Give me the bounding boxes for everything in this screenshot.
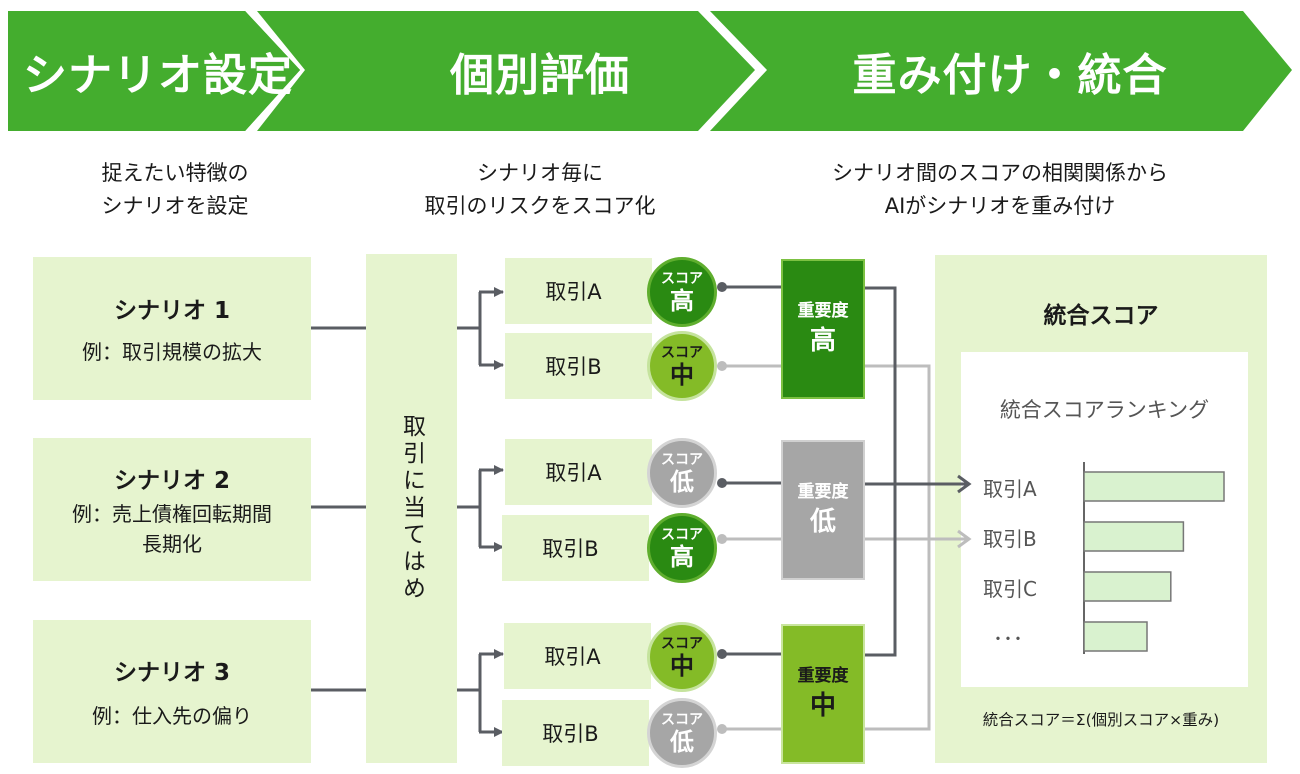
transaction-name: 取引B	[545, 355, 602, 379]
description-line: AIがシナリオを重み付け	[884, 194, 1116, 218]
importance-label: 重要度	[797, 666, 849, 687]
ranking-bar	[1083, 521, 1185, 552]
ranking-label: 取引A	[983, 477, 1037, 501]
apply-label: 取引に当てはめ	[398, 414, 425, 603]
transaction-box: 取引B	[502, 700, 649, 766]
score-value: 低	[670, 727, 694, 756]
score-label: スコア	[661, 270, 703, 287]
apply-to-transactions-box: 取引に当てはめ	[366, 254, 457, 763]
description-line: シナリオを設定	[101, 194, 249, 218]
score-value: 高	[670, 286, 694, 315]
stage-title-evaluation: 個別評価	[450, 50, 630, 101]
scenario-name: シナリオ 1	[113, 297, 230, 324]
transaction-name: 取引A	[544, 645, 601, 669]
importance-value: 低	[809, 507, 836, 538]
stage-title-weighting: 重み付け・統合	[852, 50, 1168, 101]
score-label: スコア	[661, 344, 703, 361]
transaction-box: 取引A	[504, 623, 651, 689]
incoming-arrows	[895, 474, 972, 549]
importance-label: 重要度	[797, 482, 849, 503]
description-line: 取引のリスクをスコア化	[424, 194, 656, 218]
importance-box: 重要度 低	[781, 440, 865, 580]
integrated-score-title: 統合スコア	[1043, 303, 1159, 329]
score-badge: スコア 低	[647, 438, 717, 508]
scenario-name: シナリオ 3	[113, 659, 230, 686]
description-line: シナリオ間のスコアの相関関係から	[832, 161, 1168, 185]
ranking-bar	[1083, 621, 1148, 652]
ranking-label: ･･･	[993, 627, 1023, 651]
transaction-box: 取引B	[502, 515, 649, 581]
scenario-card-3: シナリオ 3 例：仕入先の偏り	[33, 620, 311, 763]
scenario-example: 例：売上債権回転期間	[72, 501, 272, 526]
score-value: 低	[670, 467, 694, 496]
stage-description-scenario: 捉えたい特徴の シナリオを設定	[40, 157, 310, 223]
fork-3	[457, 649, 504, 737]
ranking-bar	[1083, 571, 1172, 602]
ranking-label: 取引C	[983, 577, 1037, 601]
transaction-box: 取引A	[505, 439, 652, 505]
score-value: 高	[670, 542, 694, 571]
stage-title-scenario: シナリオ設定	[23, 50, 293, 101]
description-line: シナリオ毎に	[477, 161, 603, 185]
transaction-box: 取引B	[505, 333, 652, 399]
importance-value: 中	[809, 691, 836, 722]
ranking-bar-chart	[1083, 462, 1225, 654]
score-value: 中	[670, 651, 694, 680]
arrow-head-light	[957, 529, 972, 549]
score-label: スコア	[661, 635, 703, 652]
score-badge: スコア 中	[647, 331, 717, 401]
transaction-box: 取引A	[505, 258, 652, 324]
scenario-example: 例：取引規模の拡大	[82, 339, 262, 364]
stage-chevron-2	[257, 11, 755, 131]
scenario-name: シナリオ 2	[113, 467, 230, 494]
score-value: 中	[670, 360, 694, 389]
transaction-name: 取引B	[542, 722, 599, 746]
scenario-example: 例：仕入先の偏り	[92, 703, 252, 728]
transaction-name: 取引A	[545, 461, 602, 485]
transaction-name: 取引A	[545, 280, 602, 304]
ranking-label: 取引B	[983, 527, 1037, 551]
importance-box: 重要度 高	[781, 259, 865, 399]
process-header	[8, 11, 1292, 131]
score-badge: スコア 中	[647, 622, 717, 692]
stage-chevron-3	[710, 11, 1292, 131]
description-line: 捉えたい特徴の	[101, 161, 249, 185]
transaction-name: 取引B	[542, 537, 599, 561]
score-label: スコア	[661, 711, 703, 728]
score-badge: スコア 低	[647, 698, 717, 768]
score-connectors	[717, 282, 781, 734]
ranking-title: 統合スコアランキング	[999, 398, 1210, 422]
fork-1	[457, 287, 504, 370]
integrated-score-formula: 統合スコア＝Σ(個別スコア×重み)	[982, 711, 1220, 729]
importance-box: 重要度 中	[781, 624, 865, 764]
scenario-card-2: シナリオ 2 例：売上債権回転期間 長期化	[33, 438, 311, 581]
arrow-head-dark	[957, 474, 972, 494]
ranking-bar	[1083, 471, 1225, 502]
scenario-example: 長期化	[142, 531, 202, 556]
stage-description-evaluation: シナリオ毎に 取引のリスクをスコア化	[370, 157, 710, 223]
score-label: スコア	[661, 526, 703, 543]
stage-description-weighting: シナリオ間のスコアの相関関係から AIがシナリオを重み付け	[790, 157, 1210, 223]
score-badge: スコア 高	[647, 513, 717, 583]
score-label: スコア	[661, 451, 703, 468]
importance-value: 高	[809, 326, 836, 357]
score-badge: スコア 高	[647, 257, 717, 327]
importance-label: 重要度	[797, 301, 849, 322]
scenario-card-1: シナリオ 1 例：取引規模の拡大	[33, 257, 311, 400]
fork-2	[457, 465, 504, 552]
